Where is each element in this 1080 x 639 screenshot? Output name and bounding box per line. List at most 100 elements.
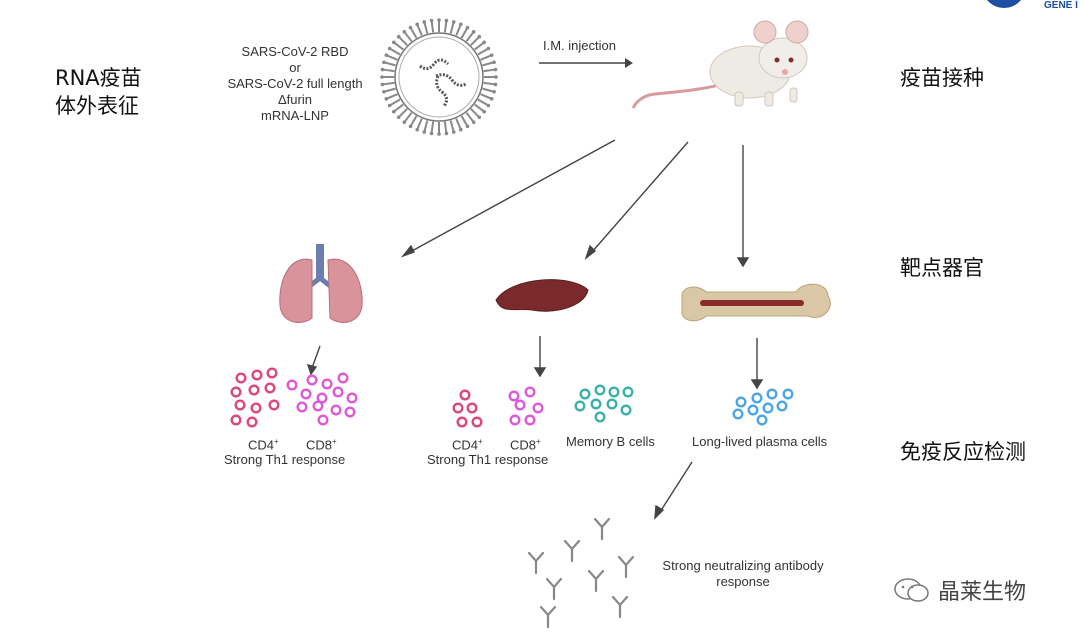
lipid-spike [398,108,408,118]
lung-cd8-cell [346,392,358,404]
vaccination-label: 疫苗接种 [900,66,984,90]
lipid-head [444,131,449,136]
logo-text: GENE I [1044,0,1078,11]
lipid-head [402,29,407,34]
lipid-spike [410,28,418,39]
lung-cd4-label: CD4+ [248,434,279,453]
lung-cd4-sup: + [274,437,279,446]
memory-b-cell [579,388,591,400]
lipid-head [486,103,491,108]
antibody-line-1: Strong neutralizing antibody [662,558,824,573]
plasma-cell [776,400,788,412]
lipid-head [465,124,470,129]
lipid-head [482,109,487,114]
lipid-spike [383,68,395,73]
lung-cd4-cell [264,382,276,394]
spleen-cd4-cell [452,402,464,414]
mouse-icon [631,20,809,109]
lipid-spike [404,112,413,123]
lipid-spike [449,22,455,34]
lung-cd4-cell [234,399,246,411]
lipid-head [477,34,482,39]
lung-cd4-cell [251,369,263,381]
spleen-cd8-cell [509,414,521,426]
lipid-head [380,67,385,72]
lung-cd4-cell [248,384,260,396]
antibody-icon [545,577,563,601]
lung-cd4-cell [230,414,242,426]
memory-b-cell [608,386,620,398]
lipid-head [391,40,396,45]
memory-b-cell [620,404,632,416]
injection-arrow [539,58,633,68]
vaccine-line-4: Δfurin [278,92,312,107]
spleen-cd8-label: CD8+ [510,434,541,453]
lipid-spike [410,115,418,126]
lung-cd4-cell [230,386,242,398]
lipid-head [429,18,434,23]
lung-cd4-text: CD4 [248,437,275,453]
vaccine-line-5: mRNA-LNP [261,108,329,123]
antibody-response-label: Strong neutralizing antibody response [648,558,838,590]
lipid-spike [460,115,468,126]
vaccine-line-2: or [289,60,301,75]
lipid-head [391,109,396,114]
immune-detection-label: 免疫反应检测 [900,440,1026,464]
lipid-head [382,89,386,94]
lipid-spike [455,118,462,130]
lipid-spike [482,61,494,67]
plasma-cells-label: Long-lived plasma cells [692,434,828,449]
plasma-cell [751,392,763,404]
lipid-spike [416,118,423,130]
spleen-cd8-cell [524,414,536,426]
lung-cd8-cell [306,374,318,386]
lipid-head [387,46,392,51]
wechat-icon [894,578,929,602]
lung-cd8-label: CD8+ [306,434,337,453]
lipid-spike [390,48,401,56]
spleen-cd8-cell [514,399,526,411]
bone-icon [681,283,831,322]
plasma-cell [735,396,747,408]
lipid-head [444,18,449,23]
spleen-cd4-text: CD4 [452,437,479,453]
antibody-icon [587,569,605,593]
lipid-head [408,25,413,30]
lipid-spike [480,93,492,100]
memory-b-cell [622,386,634,398]
spleen-cd8-text: CD8 [510,437,537,453]
lipid-spike [455,24,462,36]
lipid-spike [483,81,495,86]
watermark-text: 晶莱生物 [938,580,1027,605]
spleen-cd4-sup: + [478,437,483,446]
lipid-head [492,60,496,65]
lipid-head [396,115,401,120]
arrow-to-lung [409,139,616,253]
lung-cd4-cell [235,372,247,384]
antibody-cluster [527,517,635,629]
antibody-icon [593,517,611,541]
spleen-cd4-cell [471,416,483,428]
injection-label: I.M. injection [543,38,616,53]
lung-cd8-cell [321,378,333,390]
lung-cd8-text: CD8 [306,437,333,453]
in-vitro-line-2: 体外表征 [55,94,139,118]
lipid-head [492,89,496,94]
lipid-spike [465,112,474,123]
lipid-head [494,75,498,79]
lung-cd4-cell [266,367,278,379]
antibody-icon [617,555,635,579]
lipid-head [471,29,476,34]
lipid-spike [390,98,401,106]
vaccine-line-3: SARS-CoV-2 full length [227,76,363,91]
lipid-head [437,18,441,22]
memory-b-cell [574,400,586,412]
lipid-head [493,67,498,72]
antibody-icon [611,595,629,619]
in-vitro-line-1: RNA疫苗 [55,66,142,90]
spleen-response-label: Strong Th1 response [427,452,549,467]
lipid-spike [470,36,480,46]
memory-b-cell [590,398,602,410]
lung-cd4-cell [246,416,258,428]
